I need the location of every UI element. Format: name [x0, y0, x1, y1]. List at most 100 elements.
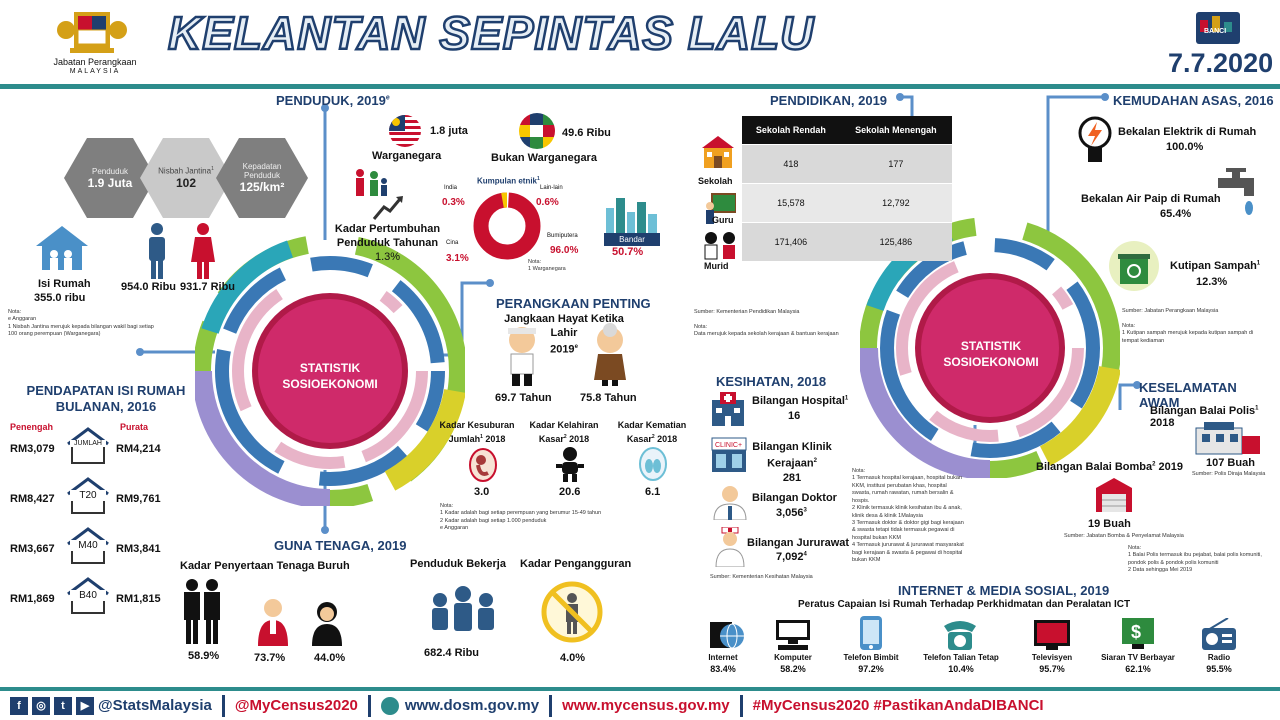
house-outline-icon: [67, 577, 109, 614]
note-line: 2 Kadar adalah bagi setiap 1.000 pendudu…: [440, 517, 547, 524]
health-title: KESIHATAN, 2018: [716, 374, 827, 389]
male-icon: [149, 223, 165, 279]
nurse-value-block: 7,0924: [776, 551, 807, 563]
facebook-icon[interactable]: f: [10, 696, 28, 715]
waste-label-text: Kutipan Sampah: [1170, 260, 1257, 272]
youtube-icon[interactable]: ▶: [76, 696, 94, 715]
school-icon: [702, 136, 734, 168]
penduduk-title-text: PENDUDUK, 2019: [276, 93, 386, 108]
unemployment-label: Kadar Pengangguran: [520, 558, 632, 570]
table-cell: 418: [742, 144, 840, 184]
table-row: 418 177: [742, 144, 952, 184]
page-title: KELANTAN SEPINTAS LALU: [167, 6, 815, 61]
police-station-icon: [1195, 422, 1260, 455]
elderly-woman-icon: [594, 323, 626, 386]
hospital-icon: [712, 392, 744, 426]
census-handle[interactable]: @MyCensus2020: [234, 697, 358, 714]
birth-rate-label: Kadar Kelahiran Kasar2 2018: [526, 419, 602, 445]
socioeconomic-wheel-right: [860, 218, 1120, 478]
mobile-phone-icon: [860, 616, 882, 650]
donut-lain: [473, 192, 541, 260]
ict-value: 58.2%: [780, 664, 806, 674]
donut-bumiputera: [473, 192, 541, 260]
labour-force-total-icon: [184, 579, 220, 644]
ethnic-notes: Nota: 1 Warganegara: [528, 259, 566, 274]
water-tap-icon: [1218, 168, 1254, 215]
electricity-value: 100.0%: [1166, 141, 1204, 153]
ethnic-chinese-label: Cina: [446, 240, 459, 246]
vital-title: PERANGKAAN PENTING: [496, 296, 651, 311]
income-median: RM3,667: [10, 543, 55, 555]
computer-icon: [776, 620, 810, 650]
death-rate-label: Kadar Kematian Kasar2 2018: [612, 419, 692, 445]
note-line: 4 Termasuk jururawat & jururawat masyara…: [852, 542, 964, 549]
note-line: tempat kediaman: [1122, 337, 1165, 344]
life-expectancy-label-text: Jangkaan Hayat Ketika Lahir: [504, 313, 624, 339]
note-line: Nota:: [852, 468, 866, 474]
social-handle[interactable]: @StatsMalaysia: [98, 697, 212, 714]
penduduk-title-sup: e: [385, 94, 390, 102]
growth-label2: Penduduk Tahunan: [336, 237, 439, 249]
fire-sup: 2: [1152, 461, 1156, 468]
nurse-value: 7,092: [776, 551, 804, 563]
hospital-value: 16: [788, 410, 801, 422]
fire-label-text: Bilangan Balai Bomba: [1036, 461, 1153, 473]
employed-label: Penduduk Bekerja: [410, 558, 506, 570]
clinic-label1: Bilangan Klinik: [752, 441, 832, 453]
birth-label1: Kadar Kelahiran: [529, 420, 599, 430]
nurse-icon: [715, 527, 745, 567]
instagram-icon[interactable]: ◎: [32, 696, 50, 715]
clinic-label: Bilangan Klinik Kerajaan2 281: [752, 440, 832, 485]
water-label: Bekalan Air Paip di Rumah: [1081, 193, 1221, 205]
birth-sup: 2: [563, 434, 567, 440]
ict-label: Komputer: [774, 653, 812, 662]
income-group-label: M40: [70, 540, 106, 551]
education-source: Sumber: Kementerian Pendidikan Malaysia: [694, 309, 800, 315]
footer: f ◎ t ▶ @StatsMalaysia @MyCensus2020 www…: [0, 687, 1280, 720]
lfpr-label: Kadar Penyertaan Tenaga Buruh: [180, 560, 350, 572]
unemployment-value: 4.0%: [560, 652, 586, 664]
note-line: hospis.: [852, 497, 870, 504]
note-line: bukan KKM: [852, 557, 881, 564]
income-median: RM8,427: [10, 493, 55, 505]
education-notes: Nota: Data merujuk kepada sekolah keraja…: [694, 324, 839, 339]
birth-year: 2018: [566, 434, 590, 444]
ict-label: Telefon Talian Tetap: [923, 653, 999, 662]
footer-divider: [549, 694, 553, 717]
hex-density-label: Kepadatan Penduduk: [242, 162, 282, 180]
clinic-value: 281: [782, 471, 802, 484]
ict-label: Siaran TV Berbayar: [1101, 653, 1175, 662]
death-sup: 2: [651, 434, 655, 440]
census-website-link[interactable]: www.mycensus.gov.my: [562, 697, 730, 714]
non-citizen-value: 49.6 Ribu: [562, 127, 611, 139]
employed-value: 682.4 Ribu: [424, 647, 480, 659]
census-logo-text: BANCI: [1204, 28, 1227, 35]
ethnic-other-label: Lain-lain: [540, 185, 563, 191]
lfpr-total: 58.9%: [188, 650, 220, 662]
note-line: 1 Kutipan sampah merujuk kepada kutipan …: [1122, 330, 1254, 337]
doctor-icon: [713, 486, 747, 520]
teacher-row-label: Guru: [712, 215, 734, 225]
fire-station-icon: [1096, 478, 1132, 512]
dosm-website-link[interactable]: www.dosm.gov.my: [404, 697, 540, 714]
health-notes: Nota: 1 Termasuk hospital kerajaan, hosp…: [852, 468, 1012, 564]
death-rate-value: 6.1: [645, 486, 661, 498]
citizen-label: Warganegara: [372, 150, 442, 162]
note-line: 2 Klinik termasuk klinik kesihatan ibu &…: [852, 505, 962, 512]
ethnic-other-value: 0.6%: [536, 197, 559, 208]
non-citizen-label: Bukan Warganegara: [491, 152, 597, 164]
growth-label1: Kadar Pertumbuhan: [334, 223, 441, 235]
twitter-icon[interactable]: t: [54, 696, 72, 715]
police-label: Bilangan Balai Polis1 2018: [1150, 405, 1280, 429]
elderly-man-icon: [508, 327, 536, 386]
education-col1: Sekolah Rendah: [742, 116, 840, 145]
growth-block: Kadar Pertumbuhan Penduduk Tahunan 1.3%: [330, 222, 445, 264]
income-group-label: B40: [70, 590, 106, 601]
hex-population-label: Penduduk: [91, 166, 129, 176]
water-value: 65.4%: [1160, 208, 1192, 220]
fertility-label: Kadar Kesuburan Jumlah1 2018: [438, 419, 516, 445]
hex-sex-ratio-label: Nisbah Jantina1: [158, 166, 214, 176]
student-icon: [704, 232, 735, 260]
labour-force-male-icon: [258, 599, 288, 646]
ethnic-india-value: 0.3%: [442, 197, 465, 208]
